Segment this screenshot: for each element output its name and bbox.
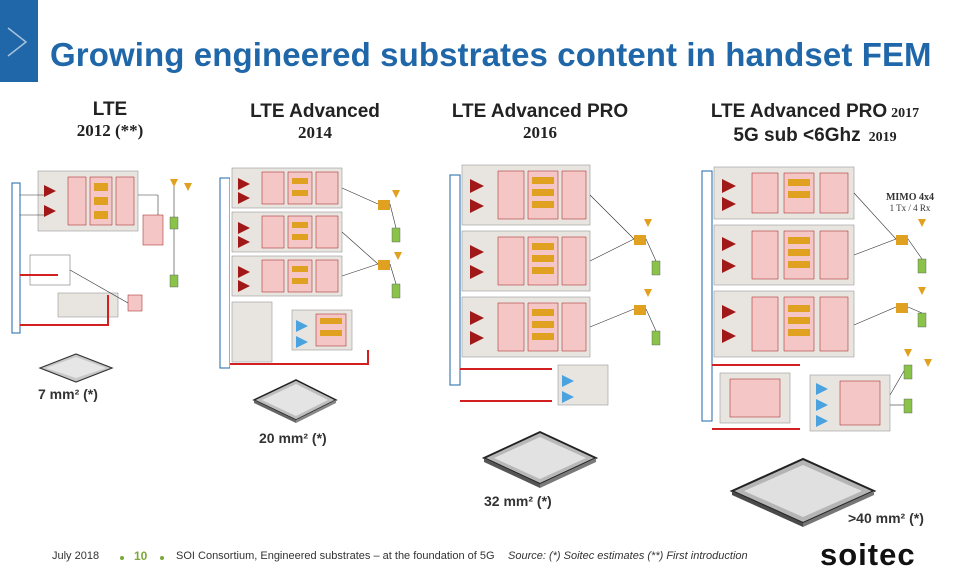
footer-dot	[160, 556, 164, 560]
fem-diagram-lte-advanced-pro	[449, 164, 661, 406]
chip-area-lte-advanced-pro: 32 mm² (*)	[484, 493, 552, 509]
fem-diagram-lte-advanced	[219, 162, 402, 370]
mimo-label: MIMO 4x4 1 Tx / 4 Rx	[885, 192, 935, 213]
slide-title: Growing engineered substrates content in…	[50, 36, 932, 73]
chip-package-20mm	[252, 379, 338, 423]
heading-lte-advanced-pro: LTE Advanced PRO 2016	[451, 101, 629, 142]
source-note: Source: (*) Soitec estimates (**) First …	[508, 550, 748, 562]
chip-package-32mm	[481, 431, 599, 488]
footer-dot	[120, 556, 124, 560]
fem-diagram-lte-advanced-pro-5g	[701, 166, 932, 432]
soitec-logo: soitec	[820, 537, 916, 572]
chip-area-lte: 7 mm² (*)	[38, 386, 98, 402]
footer-date: July 2018	[52, 550, 100, 562]
heading-lte-advanced: LTE Advanced 2014	[250, 101, 380, 142]
heading-lte: LTE 2012 (**)	[76, 99, 144, 140]
page-number: 10	[134, 549, 148, 563]
heading-lte-advanced-pro-5g: LTE Advanced PRO 2017 5G sub <6Ghz 2019	[710, 101, 920, 146]
chip-package-40mm	[729, 457, 877, 527]
chevron-icon	[7, 27, 28, 57]
chip-area-lte-advanced: 20 mm² (*)	[259, 430, 327, 446]
chip-package-7mm	[38, 353, 114, 383]
brand-band	[0, 0, 38, 82]
fem-diagram-lte	[11, 170, 192, 334]
chip-area-lte-advanced-pro-5g: >40 mm² (*)	[848, 510, 924, 526]
footer-text: SOI Consortium, Engineered substrates – …	[176, 550, 495, 562]
